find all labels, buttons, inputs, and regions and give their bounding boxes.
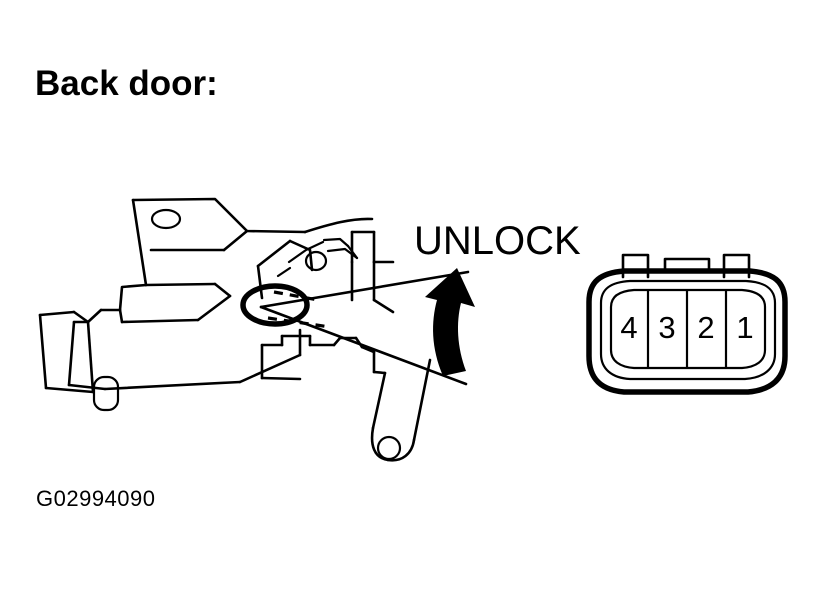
locking-tab-center [663,257,711,274]
left-flange [38,310,120,412]
connector-middle-outline [599,279,777,381]
unlock-rotation-callout [259,268,475,386]
bracket-mounting-hole [150,208,182,230]
connector-locking-tabs [621,253,751,279]
actuator-housing [67,283,302,391]
linkage-hole [304,250,328,272]
angle-line-upper [259,270,470,309]
connector-outer-shell [586,268,788,395]
connector-cavity-frame [609,288,767,370]
connector-pin-2: 2 [697,310,714,345]
hidden-edge-1 [267,316,331,329]
flange-tab [92,375,120,412]
unlock-callout-label: UNLOCK [414,219,581,263]
connector-pin-1: 1 [736,310,753,345]
lock-lever-linkage [256,239,328,300]
angle-line-lower [259,305,468,386]
rotation-arrow [425,268,475,376]
connector-pin-3: 3 [658,310,675,345]
lock-lever-pivot [240,283,331,329]
housing-upper-panel [118,282,232,324]
locking-tab-left [621,253,650,279]
housing-lower-cover [260,334,364,381]
connector-pin-dividers [646,289,728,369]
upper-mounting-bracket [131,197,307,287]
locking-tab-right [722,253,751,279]
lock-actuator-assembly [38,197,432,462]
connector-face-view: 4 3 2 1 [586,253,788,395]
figure-id-label: G02994090 [36,486,156,511]
lower-lever-arm [360,345,432,462]
page-title: Back door: [35,64,218,103]
connector-pin-4: 4 [620,310,637,345]
housing-boss [350,230,395,314]
lever-arm-hole [376,435,402,461]
